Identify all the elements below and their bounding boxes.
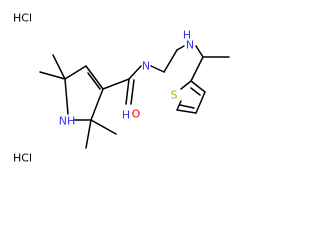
bond-n-ch2-a <box>150 65 165 73</box>
amide-n-label: N <box>142 60 150 73</box>
bond-carbonyl-n <box>128 65 142 80</box>
sulfur-label: S <box>171 89 178 102</box>
amine-n-label: N <box>186 39 194 52</box>
methyl-groups <box>39 54 117 149</box>
bond-th-c3-c2 <box>190 80 206 93</box>
bond-c3-carbonyl <box>102 78 130 90</box>
bond-ch2-ch2 <box>163 49 178 73</box>
thiophene-ring <box>176 80 206 114</box>
molecule-structure: HCl HCl <box>13 12 230 165</box>
amine-h-label: H <box>183 29 191 42</box>
bond-c2-methyl-b <box>85 119 92 149</box>
bond-ring-c4-c3-double <box>87 72 101 90</box>
hcl-label-bottom: HCl <box>13 152 32 165</box>
bond-ring-n1-c5 <box>64 78 69 115</box>
oxygen-label: O <box>132 108 141 121</box>
ethylamine-chain <box>150 45 230 82</box>
bond-th-c5-c4 <box>176 109 197 114</box>
bond-ring-c5-c4 <box>64 65 87 80</box>
bond-th-s-c5 <box>176 100 182 111</box>
carboxamide-group <box>102 65 142 105</box>
bond-th-c3-c2-double <box>190 87 201 96</box>
bond-ch-thiophene <box>190 56 204 82</box>
hcl-label-top: HCl <box>13 12 32 25</box>
bond-th-c4-c3 <box>195 91 206 114</box>
bond-carbonyl-o <box>125 78 130 105</box>
nh-ring-label: NH <box>59 115 76 128</box>
amide-h-label: H <box>122 109 130 122</box>
bond-ring-c3-c2 <box>90 88 104 121</box>
bond-th-c2-s <box>180 80 192 90</box>
bond-c5-methyl-b <box>52 54 66 80</box>
bond-n-ch <box>195 45 204 58</box>
bond-th-c5-c4-double <box>179 104 195 109</box>
bond-c2-methyl-a <box>90 119 117 135</box>
bond-carbonyl-o-double <box>130 79 135 105</box>
bond-c5-methyl-a <box>39 71 66 80</box>
pyrroline-ring <box>64 65 104 121</box>
bond-ring-c4-c3 <box>85 65 104 90</box>
bond-ch2-n <box>176 45 185 51</box>
